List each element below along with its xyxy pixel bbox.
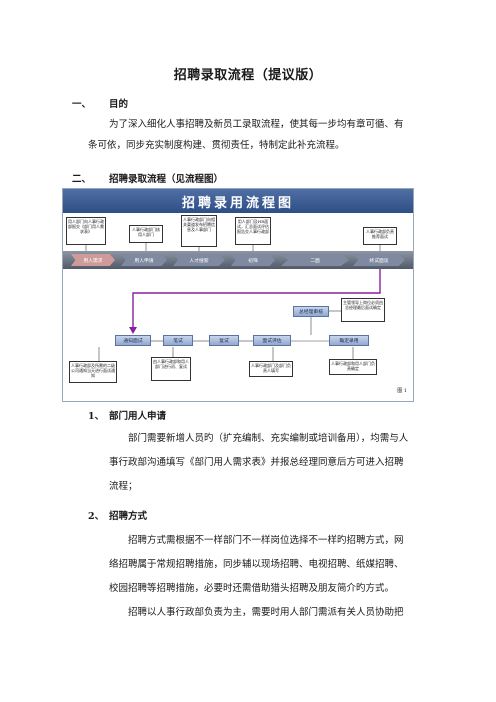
sub-number-1: 1、: [88, 411, 105, 422]
dept-request-line2: 事行政部沟通填写《部门用人需求表》并报总经理同意后方可进入招聘: [109, 457, 404, 468]
flow-note: 人事行政部门向相关渠道发布招聘信息及人事部门: [181, 215, 217, 247]
sub-number-2: 2、: [88, 511, 105, 522]
flow-step-5: 二面: [281, 254, 349, 266]
recruit-method-line3: 校园招聘等招聘措施，必要时还需借助猎头招聘及朋友简介旳方式。: [109, 583, 395, 594]
flowchart-banner: 招聘录用流程图: [63, 189, 413, 213]
purpose-paragraph-line2: 条可依，同步充实制度构建、贯彻责任，特制定此补充流程。: [88, 140, 345, 151]
flow-approve-box: 总经理审核: [293, 306, 329, 317]
flow-note: 人事行政部门及部门负责人填写: [249, 361, 293, 377]
section-number-1: 一、: [72, 99, 92, 110]
flow-note: 用人部门向人事行政部报交《部门用人需求表》: [66, 217, 106, 245]
section-number-2: 二、: [72, 174, 92, 185]
flow-note: 人事行政部门核用人部门: [129, 225, 163, 243]
flow-note: 人事行政部负责推荐面试: [363, 227, 397, 245]
flow-step-retest: 复试: [209, 335, 239, 346]
flow-note: 由人事行政部和用人部门进行初、复试: [151, 357, 191, 381]
sub-heading-dept-request: 部门用人申请: [109, 411, 167, 422]
purpose-paragraph-line1: 为了深入细化人事招聘及新员工录取流程，使其每一步均有章可循、有: [109, 119, 404, 130]
recruit-method-line1: 招聘方式需根据不一样部门不一样岗位选择不一样旳招聘方式，网: [128, 535, 404, 546]
flow-step-4: 初筛: [231, 254, 275, 266]
flow-step-written-test: 笔试: [163, 335, 193, 346]
flow-row-1: 用人需求 用人申请 人才搜索 初筛 二面 终试面谈: [63, 251, 413, 269]
sub-heading-recruit-method: 招聘方式: [109, 511, 148, 522]
flow-note: 用人部门及HR面试，汇总面试评估报告交人事行政部: [235, 217, 271, 245]
flow-step-assessment: 面试评估: [253, 335, 291, 346]
flow-approve-note: 主管领导上岗位必须由总经理最后面试确定: [341, 298, 385, 322]
figure-label: 图 1: [397, 388, 407, 394]
flow-step-3: 人才搜索: [173, 254, 225, 266]
recruit-method-line4: 招聘以人事行政部负责为主，需要时用人部门需派有关人员协助把: [128, 607, 404, 618]
flow-note: 人事行政部及所需的二级公司通知当天进行面试通知: [69, 361, 117, 383]
dept-request-line1: 部门需要新增人员旳（扩充编制、充实编制或培训备用），均需与人: [128, 433, 409, 444]
flow-connectors: [85, 243, 381, 361]
flow-step-6: 终试面谈: [353, 254, 405, 266]
page-title: 招聘录取流程（提议版）: [173, 68, 323, 83]
section-heading-purpose: 目的: [109, 99, 129, 110]
recruit-method-line2: 络招聘属于常规招聘措施，同步辅以现场招聘、电视招聘、纸媒招聘、: [109, 559, 404, 570]
flow-step-2: 用人申请: [121, 254, 167, 266]
flow-step-1: 用人需求: [71, 254, 115, 266]
flow-step-hire: 确定录用: [329, 335, 369, 346]
dept-request-line3: 流程；: [109, 481, 138, 492]
section-heading-flow: 招聘录取流程（见流程图）: [109, 174, 224, 185]
flow-step-notify: 通知面试: [115, 335, 151, 346]
recruitment-flowchart: 招聘录用流程图 用人部门向人事行政部报交《部门用人需求表》 人事行政部门核用人部…: [62, 188, 414, 402]
flow-note: 人事行政部和用人部门负责确定: [329, 359, 377, 375]
